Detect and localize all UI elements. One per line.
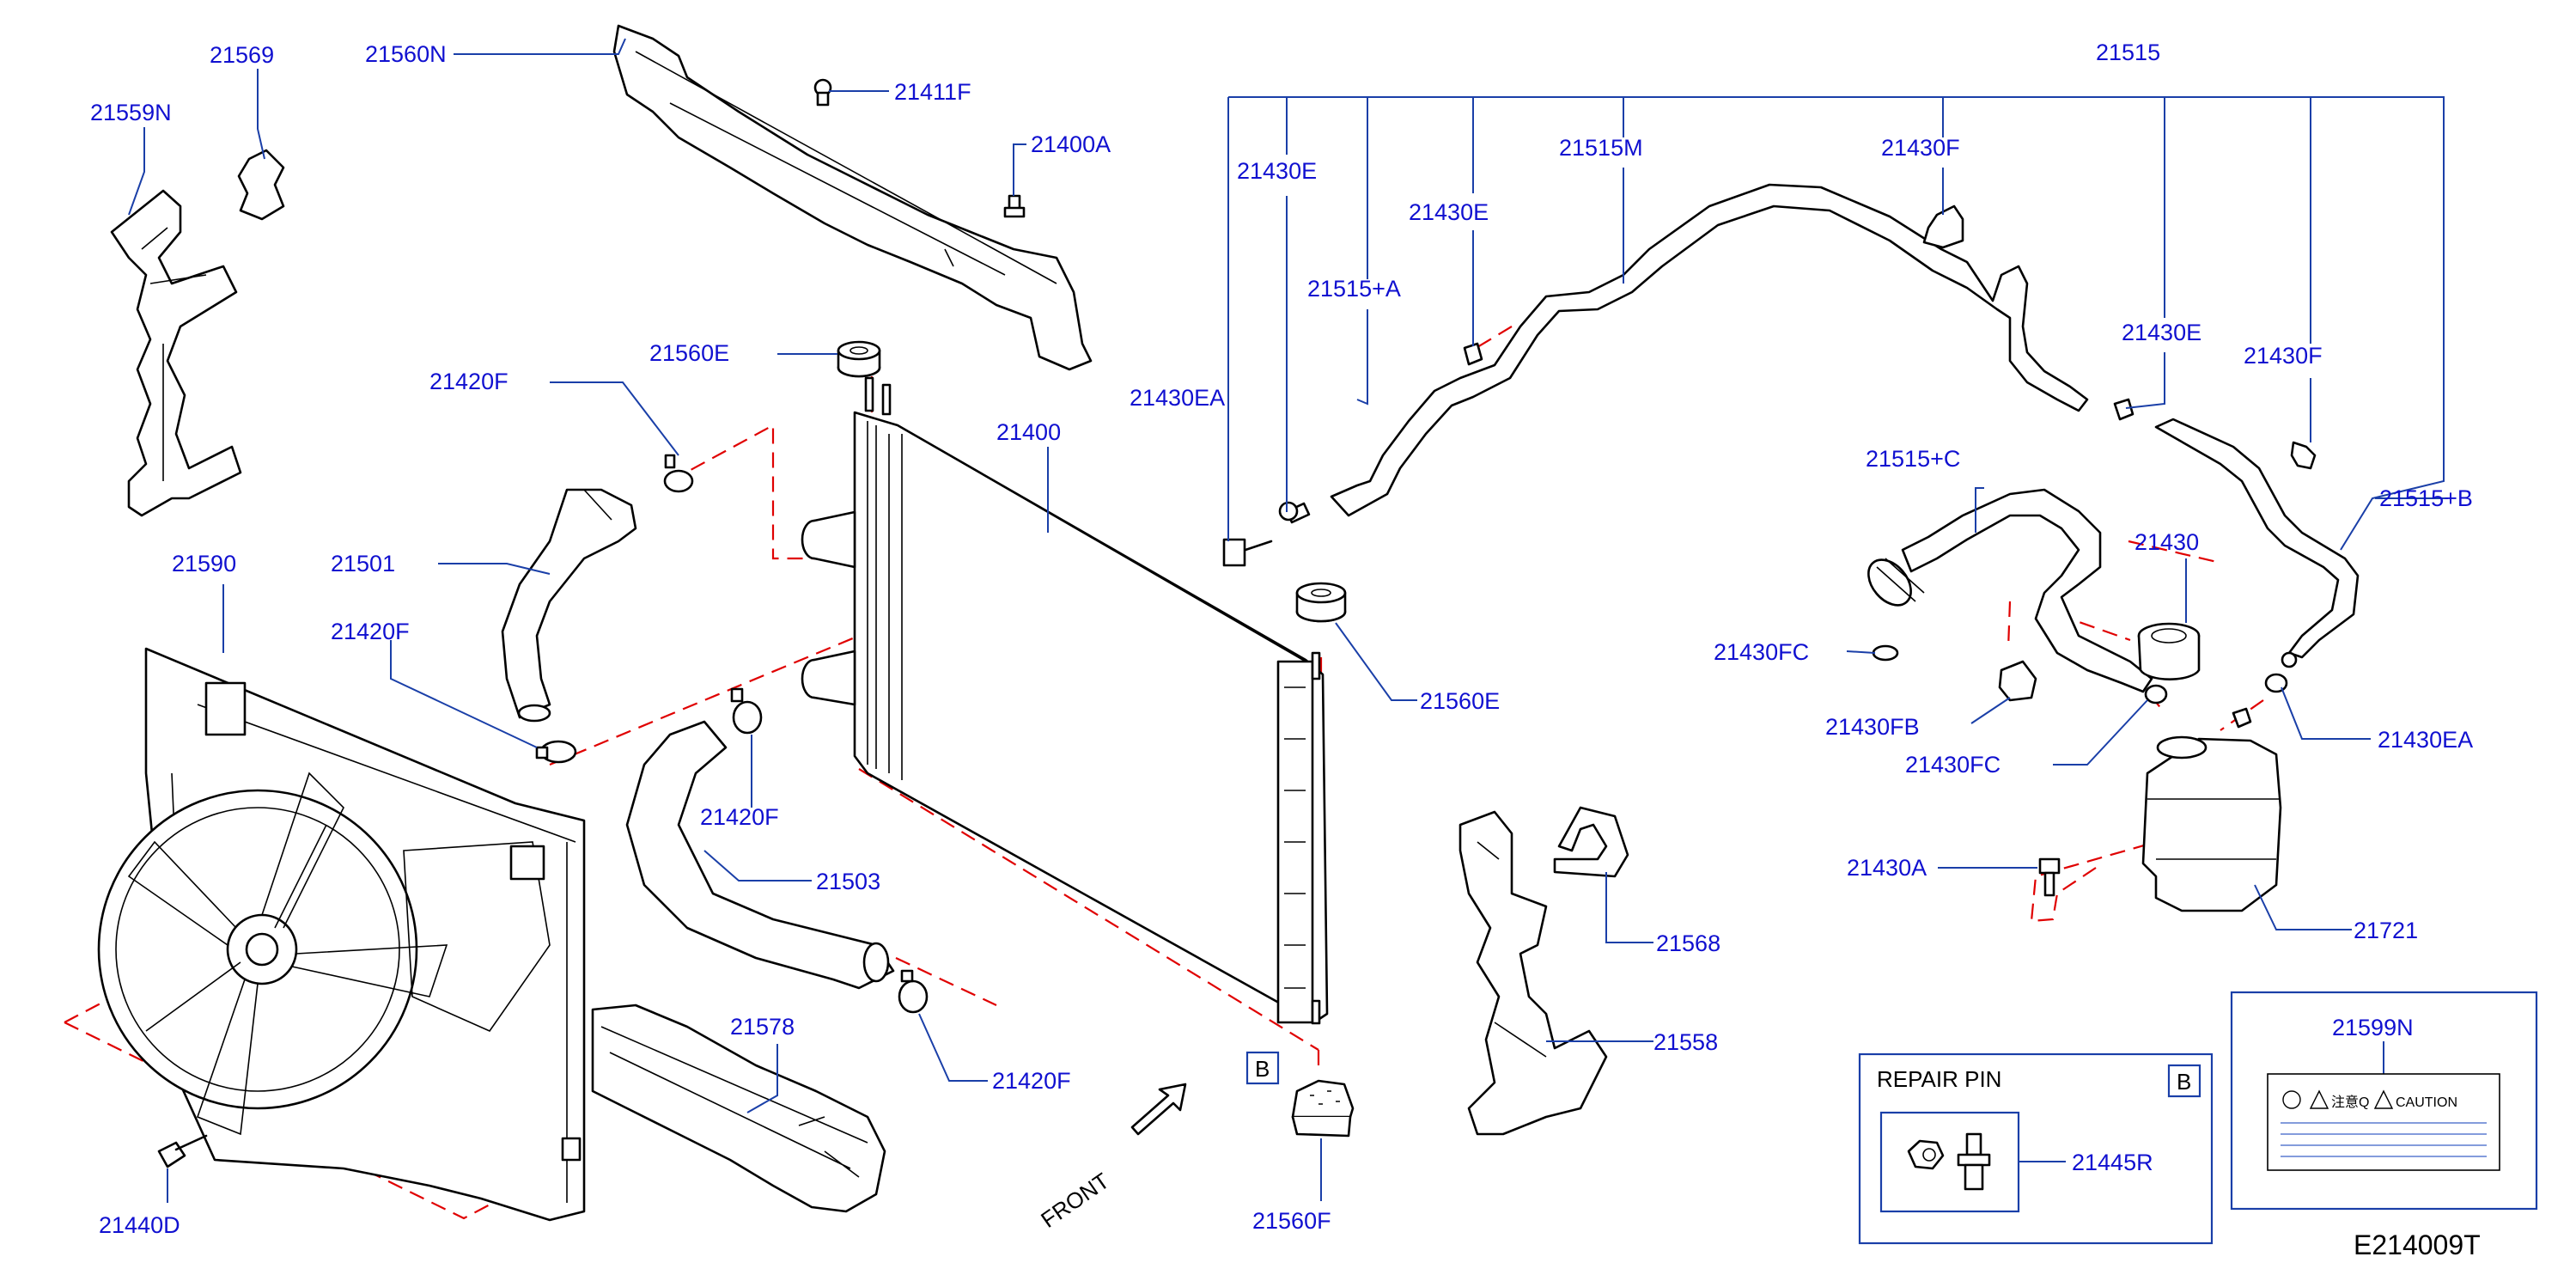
callout-21559N: 21559N [90,100,172,125]
callout-21515+A: 21515+A [1307,276,1401,302]
part-21400-radiator [801,376,1329,1025]
callout-21430F-b: 21430F [2244,343,2323,369]
callout-21420F-c: 21420F [700,804,779,830]
caution-label-box: 21599N 注意Q CAUTION [2230,991,2538,1211]
callout-21411F: 21411F [894,79,971,105]
part-21430E-clamp-a [1278,501,1299,522]
callout-21430FC-b: 21430FC [1905,752,2001,778]
callout-21560E-mid: 21560E [1420,688,1500,714]
callout-21430E-a: 21430E [1237,158,1317,184]
part-21558-side-bracket [1459,810,1608,1136]
repair-pin-title: REPAIR PIN [1877,1066,2001,1092]
callout-21578: 21578 [730,1014,795,1040]
diagram-code: E214009T [2354,1229,2481,1260]
part-21420F-clamp-b [535,740,577,764]
callout-21430FB: 21430FB [1825,714,1920,740]
repair-pin-icon [1957,1132,1991,1191]
part-21430F-clip-lower [2290,441,2317,470]
callout-labels: 21569 21560N 21559N 21411F 21400A 21560E… [90,40,2473,1238]
part-21430FB-clip [1998,660,2037,702]
part-21560E-top-grommet [837,340,881,378]
part-21420F-clamp-c [730,687,763,735]
callout-21420F-a: 21420F [429,369,509,394]
warning-triangle-icon [2373,1089,2394,1109]
part-21430EA-clamp [2264,673,2288,693]
ref-marker-b: B [1245,1051,1280,1085]
callout-21430EA-a: 21430EA [1130,385,1225,411]
part-21400A-bolt [1003,194,1026,218]
repair-pin-part: 21445R [2072,1150,2153,1175]
callout-21568: 21568 [1656,930,1720,956]
caution-label-part: 21599N [2332,1015,2414,1040]
callout-21515M: 21515M [1559,135,1643,161]
callout-21430E-b: 21430E [1409,199,1489,225]
callout-21721: 21721 [2354,918,2418,943]
part-21430A-bolt [2038,857,2061,897]
callout-21503: 21503 [816,869,880,894]
repair-nut-icon [1907,1139,1945,1170]
callout-21560F: 21560F [1252,1208,1331,1234]
part-21560E-mid-grommet [1295,582,1347,623]
part-21559N-bracket [110,189,242,517]
callout-21430EA-b: 21430EA [2378,727,2473,753]
callout-21430FC-a: 21430FC [1714,639,1809,665]
caution-label-jp: 注意Q [2331,1094,2369,1110]
callout-21569: 21569 [210,42,274,68]
leader-lines [128,38,2448,1203]
part-21590-fan-shroud [97,647,586,1222]
caution-logo-icon [2282,1090,2301,1109]
callout-21420F-b: 21420F [331,619,410,644]
callout-21430: 21430 [2134,529,2199,555]
part-21515B-hose [2154,418,2360,668]
part-21568-clip [1553,806,1629,878]
callout-21430F-a: 21430F [1881,135,1960,161]
ref-marker-b-text: B [1255,1056,1270,1082]
callout-21515: 21515 [2096,40,2160,65]
callout-21420F-d: 21420F [992,1068,1071,1094]
part-21430-cap [2137,622,2201,680]
part-21440D-screw [157,1134,208,1168]
part-21560N-upper-seal [612,24,1093,371]
part-21430F-clip-upper [1922,204,1964,249]
part-21515C-hose [1867,488,2153,693]
part-21430E-clamp-b [1463,342,1483,366]
part-21503-lower-hose [625,720,895,990]
callout-21440D: 21440D [99,1212,180,1238]
callout-21515+B: 21515+B [2379,485,2473,511]
warning-triangle-icon [2309,1089,2329,1109]
repair-pin-ref: B [2177,1069,2191,1095]
repair-pin-box: REPAIR PIN B 21445R [1858,1052,2214,1245]
callout-21558: 21558 [1653,1029,1718,1055]
part-21430FC-clip-b [2144,684,2168,705]
part-21569-clip [237,149,285,221]
part-21420F-clamp-a [663,454,694,493]
part-21430E-clamp-c [2113,398,2134,421]
callout-21560E-top: 21560E [649,340,729,366]
caution-label-en: CAUTION [2396,1095,2457,1110]
part-21560F-bottom-mount [1291,1079,1355,1138]
front-arrow-icon [1130,1083,1187,1136]
callout-21400A: 21400A [1031,131,1111,157]
callout-21430A: 21430A [1847,855,1927,881]
callout-21590: 21590 [172,551,236,576]
callout-21501: 21501 [331,551,395,576]
part-21721-reservoir [2141,707,2282,912]
callout-21560N: 21560N [365,41,447,67]
front-label: FRONT [1036,1168,1114,1233]
part-21420F-clamp-d [898,969,929,1014]
callout-21400: 21400 [996,419,1061,445]
callout-21515+C: 21515+C [1866,446,1960,472]
part-21411F-bolt [813,78,832,107]
part-21430FC-clip-a [1872,644,1899,662]
part-21578-lower-seal [591,1004,886,1213]
callout-21430E-c: 21430E [2122,320,2201,345]
part-21501-upper-hose [501,488,637,723]
